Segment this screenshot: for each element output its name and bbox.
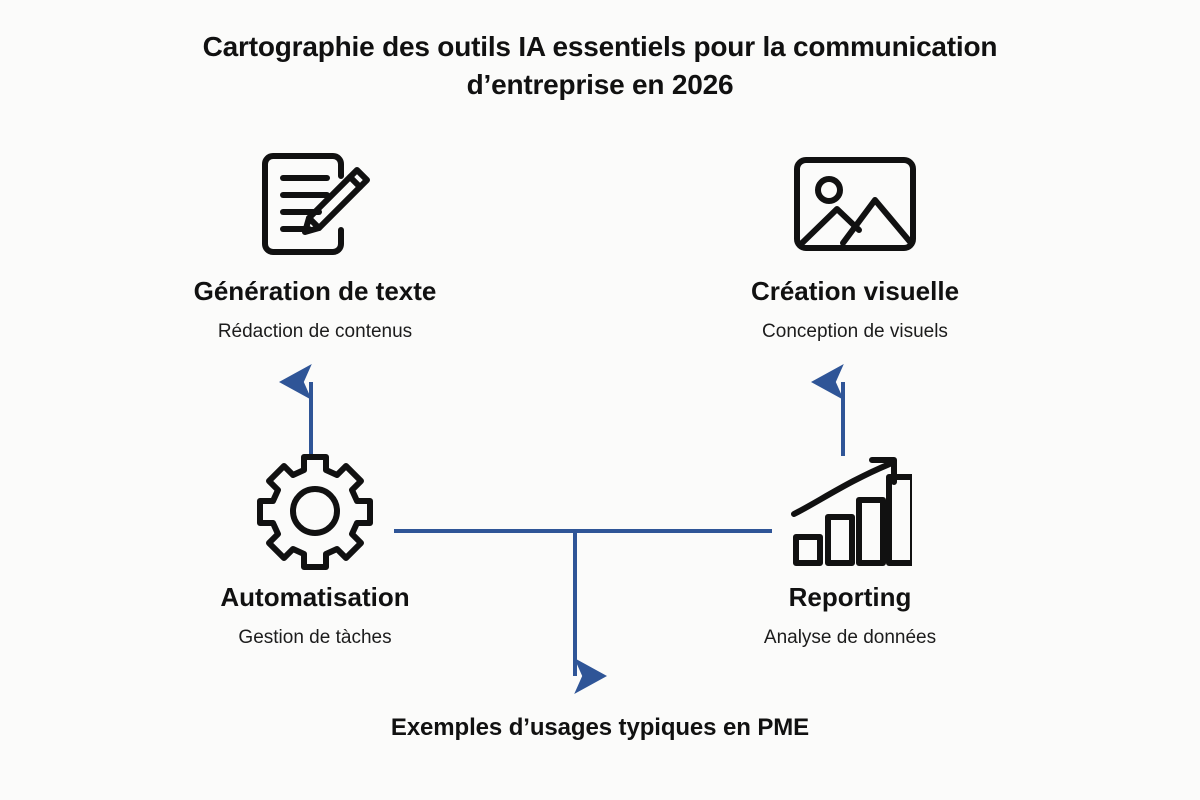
node-icon-wrap xyxy=(700,452,1000,570)
document-pencil-icon xyxy=(262,153,370,255)
node-subtitle-reporting: Analyse de données xyxy=(763,627,937,649)
node-subtitle-generation-de-texte: Rédaction de contenus xyxy=(217,321,413,343)
node-generation-de-texte: Génération de texte Rédaction de contenu… xyxy=(120,140,510,344)
node-creation-visuelle: Création visuelle Conception de visuels xyxy=(690,140,1020,344)
node-icon-wrap xyxy=(120,140,510,260)
node-reporting: Reporting Analyse de données xyxy=(700,452,1000,650)
footer-caption: Exemples d’usages typiques en PME xyxy=(390,714,810,741)
gear-icon xyxy=(257,454,373,570)
node-title-creation-visuelle: Création visuelle xyxy=(750,276,960,306)
node-title-generation-de-texte: Génération de texte xyxy=(193,276,437,306)
node-title-reporting: Reporting xyxy=(788,582,912,612)
node-automatisation: Automatisation Gestion de tàches xyxy=(155,452,475,650)
node-title-automatisation: Automatisation xyxy=(220,582,410,612)
node-icon-wrap xyxy=(155,452,475,570)
image-picture-icon xyxy=(794,157,916,251)
node-subtitle-automatisation: Gestion de tàches xyxy=(238,627,392,649)
node-subtitle-creation-visuelle: Conception de visuels xyxy=(762,321,948,343)
growth-bar-chart-icon xyxy=(791,457,912,566)
node-icon-wrap xyxy=(690,140,1020,260)
page-title: Cartographie des outils IA essentiels po… xyxy=(202,31,998,100)
